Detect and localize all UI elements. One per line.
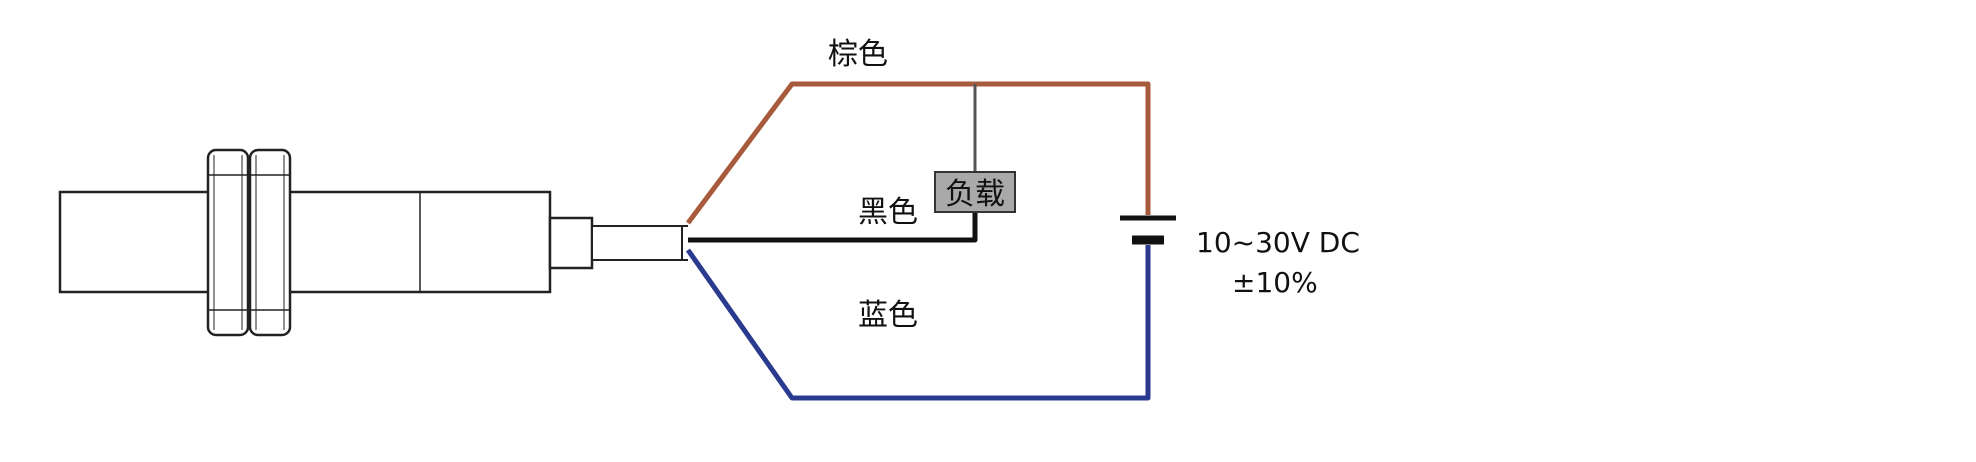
dc-supply-symbol bbox=[1120, 215, 1176, 245]
load-label: 负载 bbox=[945, 177, 1005, 212]
supply-voltage-label: 10~30V DC bbox=[1196, 226, 1360, 259]
wires bbox=[685, 81, 1151, 401]
brown-wire-label: 棕色 bbox=[828, 37, 888, 72]
proximity-sensor bbox=[58, 148, 688, 337]
blue-wire-label: 蓝色 bbox=[858, 298, 918, 333]
load-block: 负载 bbox=[934, 171, 1016, 213]
load-box bbox=[934, 171, 1016, 213]
black-wire-label: 黑色 bbox=[858, 195, 918, 230]
black-wire bbox=[688, 212, 978, 243]
brown-wire bbox=[685, 81, 1151, 225]
cable-gland bbox=[548, 216, 594, 270]
sensor-housing bbox=[58, 190, 552, 294]
mounting-nut-left bbox=[206, 148, 250, 337]
mounting-nut-right bbox=[248, 148, 292, 337]
cable-sheath bbox=[591, 225, 683, 261]
supply-tolerance-label: ±10% bbox=[1232, 266, 1318, 299]
blue-wire bbox=[685, 245, 1151, 401]
